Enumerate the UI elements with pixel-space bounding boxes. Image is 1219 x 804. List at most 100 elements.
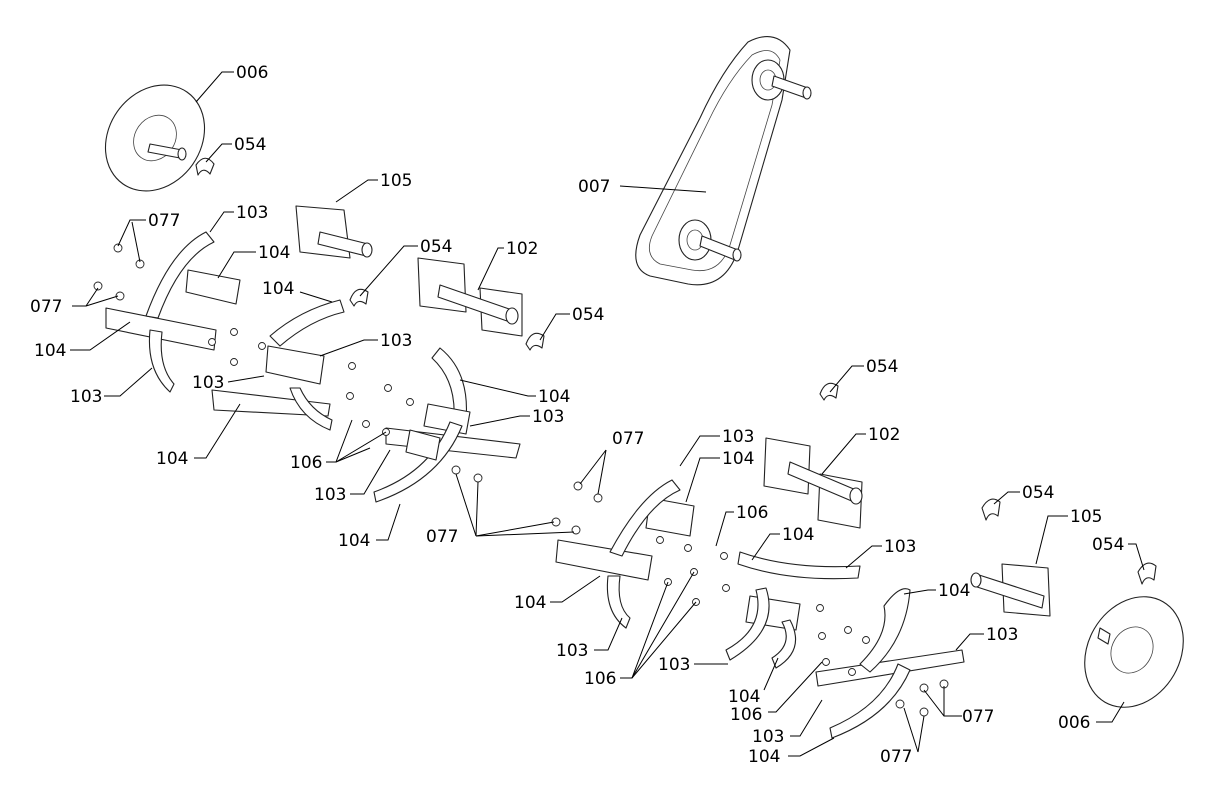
svg-text:104: 104 xyxy=(782,525,814,545)
svg-text:104: 104 xyxy=(338,531,370,551)
callouts-layer: 006 054 007 105 077 103 104 054 xyxy=(30,63,1145,767)
callout-103-12: 103 xyxy=(752,699,823,747)
callout-103-10: 103 xyxy=(556,617,623,661)
callout-106-1: 106 xyxy=(290,419,387,473)
svg-text:105: 105 xyxy=(1070,507,1102,527)
callout-104-8: 104 xyxy=(751,525,814,561)
svg-text:104: 104 xyxy=(258,243,290,263)
callout-106-4: 106 xyxy=(730,661,823,725)
svg-text:103: 103 xyxy=(314,485,346,505)
svg-text:103: 103 xyxy=(986,625,1018,645)
lynch-pin-6 xyxy=(1137,562,1157,585)
callout-103-7: 103 xyxy=(679,427,754,467)
tine-set-right xyxy=(725,551,965,739)
svg-text:104: 104 xyxy=(748,747,780,767)
end-disc-left xyxy=(104,84,206,192)
svg-text:104: 104 xyxy=(514,593,546,613)
svg-text:103: 103 xyxy=(722,427,754,447)
callout-054-2: 054 xyxy=(359,237,452,297)
callout-054-6: 054 xyxy=(1092,535,1145,571)
callout-077-top: 077 xyxy=(117,211,180,263)
svg-text:103: 103 xyxy=(532,407,564,427)
callout-104-9: 104 xyxy=(903,581,970,601)
lynch-pin-3 xyxy=(525,332,545,351)
callout-054-4: 054 xyxy=(829,357,898,393)
callout-077-mid: 077 xyxy=(579,429,644,495)
callout-104-3: 104 xyxy=(34,321,131,361)
callout-006-top-left: 006 xyxy=(195,63,268,103)
svg-text:103: 103 xyxy=(752,727,784,747)
flange-shaft-upper xyxy=(295,205,373,259)
svg-text:103: 103 xyxy=(236,203,268,223)
lynch-pin-5 xyxy=(981,498,1001,521)
callout-077-left: 077 xyxy=(30,287,119,317)
chain-case xyxy=(635,36,812,286)
lynch-pin-2 xyxy=(349,288,369,307)
callout-103-8: 103 xyxy=(845,537,916,569)
tine-set-left xyxy=(93,231,345,431)
svg-text:102: 102 xyxy=(868,425,900,445)
callout-054-3: 054 xyxy=(539,305,604,341)
callout-077-bottom: 077 xyxy=(880,707,925,767)
callout-054-1: 054 xyxy=(205,135,266,163)
lynch-pin-1 xyxy=(195,157,215,176)
svg-text:077: 077 xyxy=(612,429,644,449)
svg-text:077: 077 xyxy=(148,211,180,231)
callout-104-10: 104 xyxy=(514,575,601,613)
callout-102-lower: 102 xyxy=(821,425,900,475)
svg-text:104: 104 xyxy=(34,341,66,361)
svg-text:054: 054 xyxy=(572,305,604,325)
flange-shaft-lower xyxy=(970,563,1051,617)
svg-text:103: 103 xyxy=(884,537,916,557)
end-disc-right xyxy=(1084,596,1184,708)
svg-text:104: 104 xyxy=(156,449,188,469)
svg-text:054: 054 xyxy=(866,357,898,377)
svg-text:054: 054 xyxy=(1022,483,1054,503)
callout-106-2: 106 xyxy=(715,503,768,547)
svg-text:006: 006 xyxy=(1058,713,1090,733)
tine-set-lower xyxy=(551,479,730,629)
callout-077-lower-mid: 077 xyxy=(426,473,575,547)
svg-text:054: 054 xyxy=(420,237,452,257)
callout-103-top: 103 xyxy=(209,203,268,233)
callout-103-11: 103 xyxy=(658,655,728,675)
svg-text:077: 077 xyxy=(426,527,458,547)
callout-103-9: 103 xyxy=(955,625,1018,651)
svg-text:104: 104 xyxy=(538,387,570,407)
callout-105-lower: 105 xyxy=(1035,507,1102,565)
callout-104-12: 104 xyxy=(748,737,835,767)
flange-shaft-102-upper xyxy=(417,257,523,337)
svg-text:077: 077 xyxy=(880,747,912,767)
flange-shaft-102-lower xyxy=(763,437,863,529)
callout-104-11: 104 xyxy=(728,657,779,707)
callout-102-top: 102 xyxy=(477,239,538,291)
svg-text:007: 007 xyxy=(578,177,610,197)
svg-text:105: 105 xyxy=(380,171,412,191)
svg-text:103: 103 xyxy=(192,373,224,393)
svg-text:103: 103 xyxy=(70,387,102,407)
svg-text:103: 103 xyxy=(556,641,588,661)
svg-text:077: 077 xyxy=(30,297,62,317)
svg-text:106: 106 xyxy=(730,705,762,725)
svg-text:104: 104 xyxy=(722,449,754,469)
callout-103-4: 103 xyxy=(70,367,153,407)
callout-104-1: 104 xyxy=(217,243,290,279)
callout-104-4: 104 xyxy=(459,379,570,407)
callout-103-5: 103 xyxy=(469,407,564,427)
parts-layer xyxy=(93,36,1184,739)
callout-106-3: 106 xyxy=(584,571,697,689)
callout-103-6: 103 xyxy=(314,449,391,505)
callout-104-5: 104 xyxy=(156,403,241,469)
callout-006-bottom-right: 006 xyxy=(1058,701,1125,733)
svg-text:102: 102 xyxy=(506,239,538,259)
callout-103-2: 103 xyxy=(319,331,412,357)
svg-text:106: 106 xyxy=(290,453,322,473)
svg-text:103: 103 xyxy=(658,655,690,675)
callout-054-5: 054 xyxy=(993,483,1054,505)
callout-104-6: 104 xyxy=(338,503,401,551)
svg-text:103: 103 xyxy=(380,331,412,351)
callout-104-2: 104 xyxy=(262,279,333,303)
svg-text:054: 054 xyxy=(234,135,266,155)
svg-text:077: 077 xyxy=(962,707,994,727)
svg-text:106: 106 xyxy=(736,503,768,523)
